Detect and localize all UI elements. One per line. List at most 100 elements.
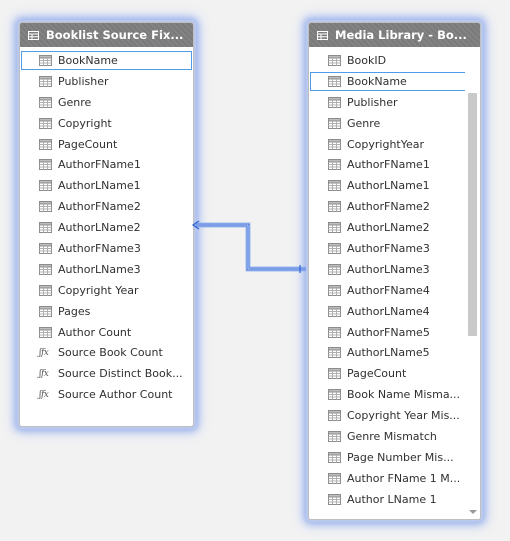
chevron-down-icon[interactable]: [469, 510, 477, 514]
field-row[interactable]: Publisher: [309, 92, 480, 113]
field-row[interactable]: Author FName 1 M...: [309, 468, 480, 489]
calculated-measure-icon: ʃfx: [39, 368, 49, 379]
field-row[interactable]: AuthorLName3: [309, 259, 480, 280]
field-label: Author Count: [58, 325, 132, 339]
field-row[interactable]: AuthorFName2: [309, 196, 480, 217]
field-row[interactable]: AuthorFName4: [309, 280, 480, 301]
scroll-thumb[interactable]: [468, 93, 477, 336]
field-row[interactable]: BookID: [309, 50, 480, 71]
field-row[interactable]: CopyrightYear: [309, 134, 480, 155]
column-icon: [39, 54, 52, 66]
column-icon: [328, 451, 341, 463]
field-row[interactable]: ʃfx Source Book Count: [20, 342, 193, 363]
table-icon: [317, 30, 328, 40]
field-label: AuthorFName3: [58, 241, 141, 255]
vertical-scrollbar[interactable]: [465, 47, 480, 519]
field-label: AuthorLName4: [347, 304, 430, 318]
field-row[interactable]: Publisher: [20, 71, 193, 92]
column-icon: [328, 493, 341, 505]
field-row[interactable]: Genre Mismatch: [309, 426, 480, 447]
field-row[interactable]: Copyright Year Mis...: [309, 405, 480, 426]
column-icon: [39, 138, 52, 150]
field-row[interactable]: BookName: [309, 70, 480, 92]
field-label: Publisher: [58, 74, 109, 88]
field-row[interactable]: Page Number Mis...: [309, 447, 480, 468]
column-icon: [39, 222, 52, 234]
column-icon: [328, 305, 341, 317]
field-label: PageCount: [347, 367, 407, 381]
field-row[interactable]: AuthorLName1: [309, 175, 480, 196]
field-label: Page Number Mis...: [347, 450, 454, 464]
column-icon: [39, 242, 52, 254]
column-icon: [328, 180, 341, 192]
field-label: AuthorFName1: [347, 158, 430, 172]
field-row[interactable]: AuthorLName2: [20, 217, 193, 238]
field-row[interactable]: Pages: [20, 301, 193, 322]
column-icon: [39, 326, 52, 338]
field-row[interactable]: PageCount: [309, 363, 480, 384]
field-row[interactable]: AuthorLName4: [309, 301, 480, 322]
field-row[interactable]: Copyright: [20, 113, 193, 134]
field-row[interactable]: BookName: [20, 50, 193, 71]
table-title: Booklist Source Fix...: [46, 28, 184, 42]
field-label: Source Distinct Book...: [58, 367, 183, 381]
field-row[interactable]: AuthorLName2: [309, 217, 480, 238]
column-icon: [328, 75, 341, 87]
field-row[interactable]: AuthorFName3: [20, 238, 193, 259]
table-header[interactable]: Media Library - Bo...: [309, 23, 480, 47]
field-row[interactable]: Author Count: [20, 322, 193, 343]
column-icon: [39, 201, 52, 213]
column-icon: [328, 242, 341, 254]
field-label: Source Book Count: [58, 346, 163, 360]
field-label: Genre: [58, 95, 92, 109]
field-row[interactable]: AuthorLName1: [20, 175, 193, 196]
field-row[interactable]: AuthorLName3: [20, 259, 193, 280]
field-label: AuthorFName2: [347, 200, 430, 214]
field-label: Genre Mismatch: [347, 429, 437, 443]
column-icon: [328, 368, 341, 380]
field-row[interactable]: Author LName 1: [309, 489, 480, 510]
field-row[interactable]: AuthorFName5: [309, 322, 480, 343]
field-label: Pages: [58, 304, 91, 318]
column-icon: [328, 159, 341, 171]
column-icon: [328, 389, 341, 401]
field-row[interactable]: PageCount: [20, 134, 193, 155]
field-row[interactable]: Copyright Year: [20, 280, 193, 301]
field-row[interactable]: AuthorLName5: [309, 342, 480, 363]
field-row[interactable]: Book Name Misma...: [309, 384, 480, 405]
field-row[interactable]: AuthorFName2: [20, 196, 193, 217]
field-label: AuthorLName2: [58, 221, 141, 235]
column-icon: [328, 201, 341, 213]
field-label: BookName: [58, 53, 118, 67]
column-icon: [328, 263, 341, 275]
column-icon: [39, 263, 52, 275]
field-row[interactable]: Genre: [20, 92, 193, 113]
field-label: AuthorFName3: [347, 241, 430, 255]
field-row[interactable]: Genre: [309, 113, 480, 134]
field-row[interactable]: AuthorFName3: [309, 238, 480, 259]
column-icon: [328, 54, 341, 66]
column-icon: [39, 75, 52, 87]
column-icon: [328, 326, 341, 338]
column-icon: [39, 180, 52, 192]
field-label: AuthorLName3: [347, 262, 430, 276]
field-label: AuthorLName1: [347, 179, 430, 193]
field-label: Genre: [347, 116, 381, 130]
field-row[interactable]: ʃfx Source Distinct Book...: [20, 363, 193, 384]
field-label: AuthorLName1: [58, 179, 141, 193]
field-label: AuthorFName4: [347, 283, 430, 297]
column-icon: [328, 472, 341, 484]
field-label: Source Author Count: [58, 388, 173, 402]
field-row[interactable]: AuthorFName1: [20, 154, 193, 175]
column-icon: [328, 284, 341, 296]
field-row[interactable]: AuthorFName1: [309, 154, 480, 175]
column-icon: [328, 96, 341, 108]
table-header[interactable]: Booklist Source Fix...: [20, 23, 193, 47]
column-icon: [328, 117, 341, 129]
field-label: BookName: [347, 74, 407, 88]
field-label: Book Name Misma...: [347, 388, 461, 402]
calculated-measure-icon: ʃfx: [39, 347, 49, 358]
